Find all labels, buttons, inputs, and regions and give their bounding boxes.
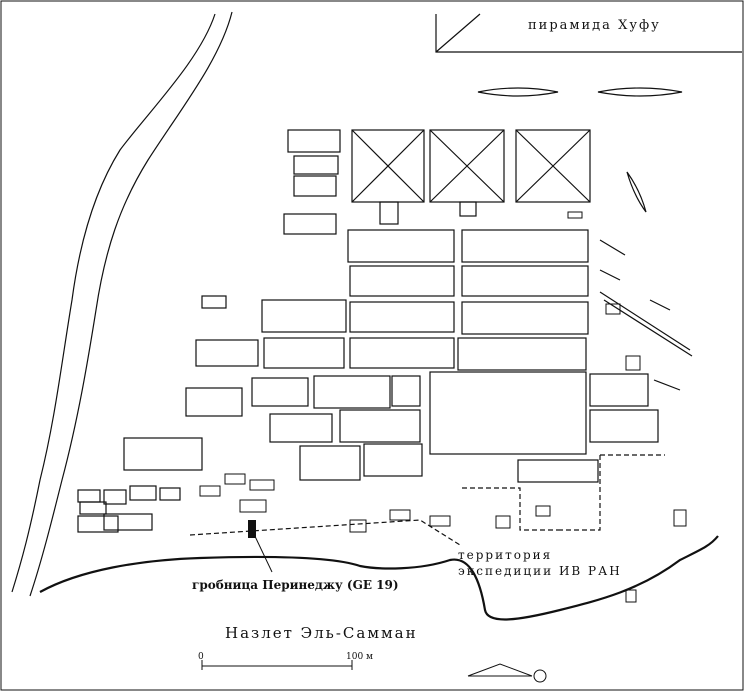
scale-bar [201, 660, 353, 670]
territory-label-line1: территория [458, 548, 553, 562]
scale-end-label: 100 м [346, 652, 374, 662]
boat-pit [626, 171, 647, 213]
tomb-label: гробница Перинеджу (GE 19) [192, 578, 399, 592]
north-arrow [467, 663, 547, 683]
queen-pyramids [351, 129, 591, 225]
road-line [29, 11, 233, 597]
territory-label-line2: экспедиции ИВ РАН [458, 564, 622, 578]
pyramid-label: пирамида Хуфу [528, 18, 661, 33]
small-structures [199, 211, 687, 603]
tomb-marker [248, 520, 273, 573]
causeway-line [599, 239, 693, 391]
boat-pit [597, 87, 683, 97]
cemetery-boundary [189, 454, 665, 546]
pyramid-corner-marker [435, 13, 742, 53]
road-line [11, 13, 216, 593]
village-label: Назлет Эль-Самман [225, 624, 418, 642]
boat-pit [477, 87, 559, 97]
mastaba-group [77, 129, 659, 533]
scale-start-label: 0 [198, 652, 204, 662]
village-edge [39, 535, 719, 621]
